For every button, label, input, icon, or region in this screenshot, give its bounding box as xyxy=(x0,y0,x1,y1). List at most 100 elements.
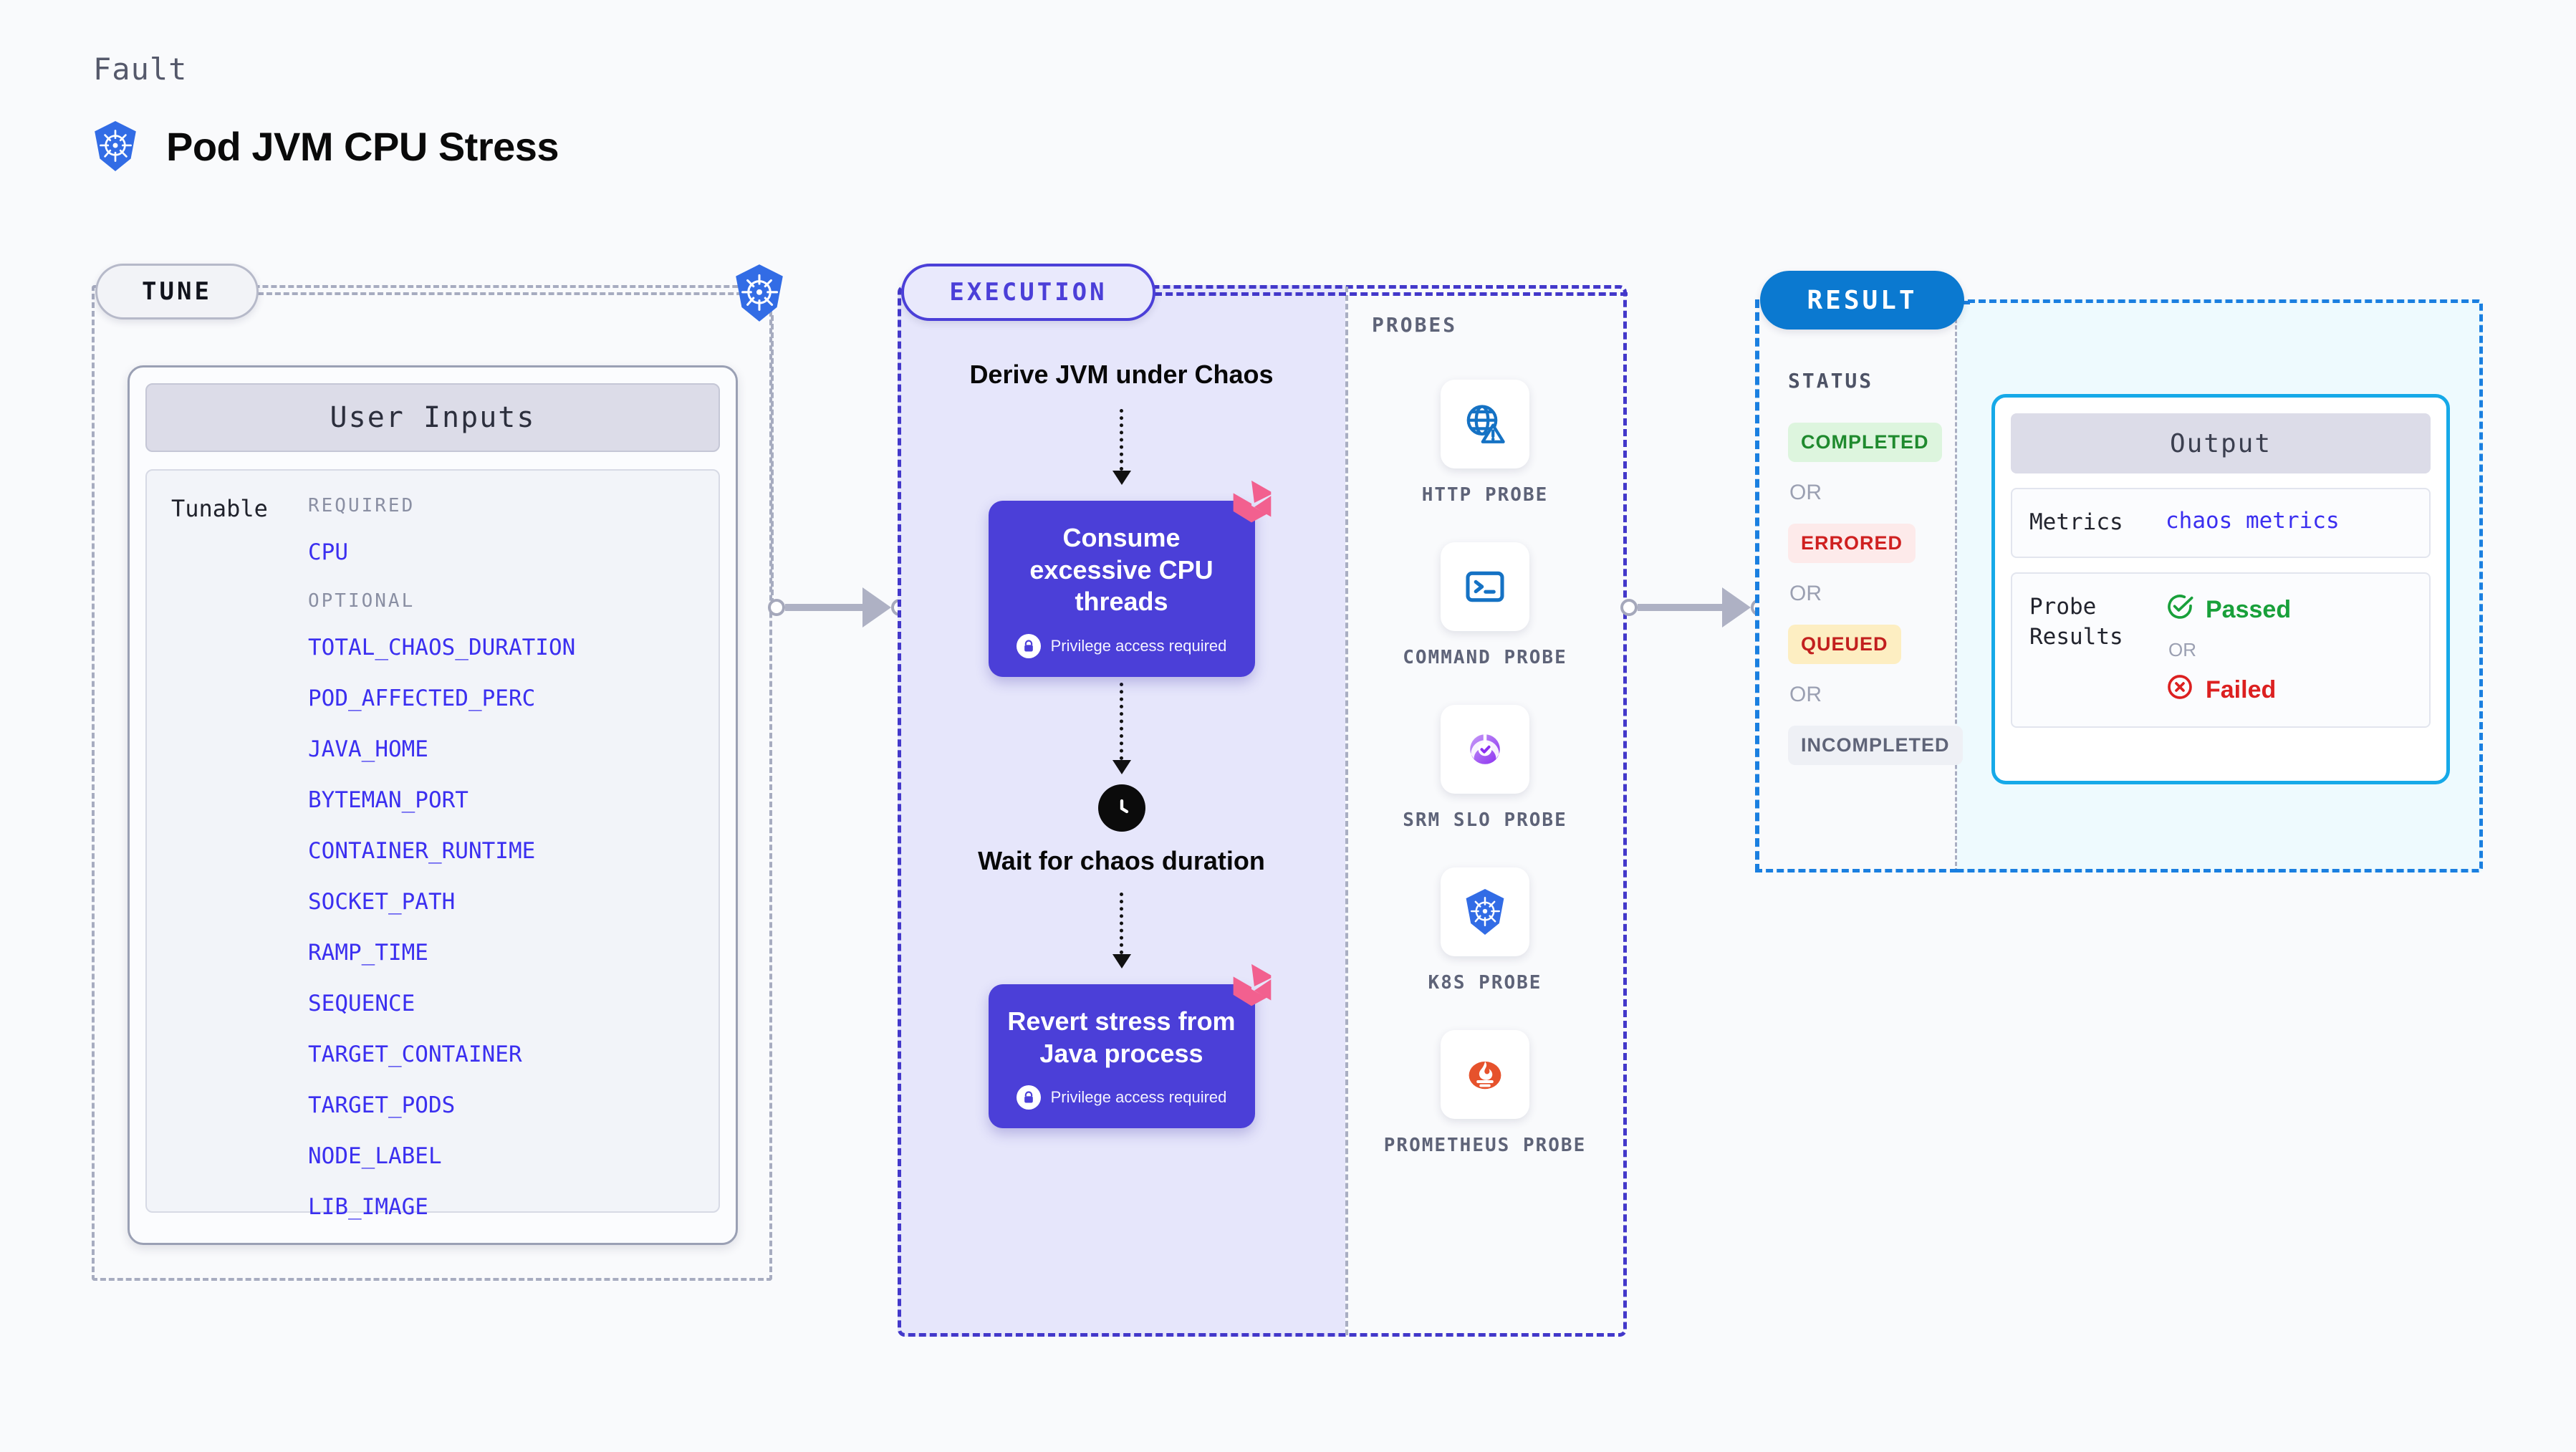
connector-execution-to-result xyxy=(1620,587,1768,628)
execution-connector-line xyxy=(1155,292,1628,296)
tune-region xyxy=(92,285,772,1281)
kubernetes-connector-line xyxy=(771,315,774,612)
probe-result-failed: Failed xyxy=(2166,673,2291,708)
page-title: Pod JVM CPU Stress xyxy=(166,123,559,169)
tune-connector-line xyxy=(258,292,759,295)
probe-label: K8S PROBE xyxy=(1428,972,1542,994)
globe-warning-icon xyxy=(1441,380,1529,468)
probe-label: SRM SLO PROBE xyxy=(1403,809,1567,832)
tune-stage-pill[interactable]: TUNE xyxy=(95,264,259,319)
tunable-label: Tunable xyxy=(171,495,268,522)
connector-bar xyxy=(1638,604,1722,611)
execution-stage-pill[interactable]: EXECUTION xyxy=(901,264,1155,321)
result-status-panel xyxy=(1755,299,1957,872)
output-probe-results-key: Probe Results xyxy=(2029,593,2123,650)
execution-steps: Derive JVM under Chaos Consume excessive… xyxy=(898,358,1345,1129)
flow-arrow-head xyxy=(1112,471,1131,485)
probe-label: HTTP PROBE xyxy=(1421,484,1549,506)
litmus-icon xyxy=(1224,476,1279,536)
lock-icon xyxy=(1016,1085,1041,1110)
execution-card-title: Revert stress from Java process xyxy=(1007,1006,1236,1068)
output-metrics-key: Metrics xyxy=(2029,509,2123,535)
flow-arrow xyxy=(1112,409,1131,485)
probes-section-label: PROBES xyxy=(1372,313,1458,337)
status-badge-completed: COMPLETED xyxy=(1788,423,1942,462)
probes-list: HTTP PROBE COMMAND PROBE xyxy=(1345,380,1625,1158)
connector-dot xyxy=(768,599,785,616)
or-separator: OR xyxy=(1789,582,1822,605)
result-stage-pill[interactable]: RESULT xyxy=(1760,271,1964,330)
parameter-item[interactable]: SOCKET_PATH xyxy=(308,889,456,915)
or-separator: OR xyxy=(1789,481,1822,504)
parameter-item[interactable]: POD_AFFECTED_PERC xyxy=(308,686,536,711)
flow-arrow xyxy=(1112,682,1131,774)
parameter-item[interactable]: CPU xyxy=(308,539,348,565)
status-badge-incompleted: INCOMPLETED xyxy=(1788,726,1963,765)
execution-card-title: Consume excessive CPU threads xyxy=(1029,523,1213,617)
probe-item-command[interactable]: COMMAND PROBE xyxy=(1378,542,1592,670)
parameter-item[interactable]: NODE_LABEL xyxy=(308,1143,442,1169)
privilege-note: Privilege access required xyxy=(1004,633,1239,658)
result-status-panel-bottom-border xyxy=(1755,869,1957,872)
parameter-item[interactable]: RAMP_TIME xyxy=(308,940,428,966)
probes-divider xyxy=(1345,287,1348,1335)
output-metrics-row: Metrics chaos metrics xyxy=(2011,488,2431,558)
parameter-item[interactable]: JAVA_HOME xyxy=(308,736,428,762)
parameter-item[interactable]: TARGET_CONTAINER xyxy=(308,1042,522,1067)
execution-card[interactable]: Consume excessive CPU threads Privilege … xyxy=(988,480,1271,677)
flow-arrow-shaft xyxy=(1120,682,1123,760)
user-inputs-title: User Inputs xyxy=(145,383,720,452)
parameter-item[interactable]: LIB_IMAGE xyxy=(308,1194,428,1220)
probe-label: COMMAND PROBE xyxy=(1403,647,1567,669)
connector-bar xyxy=(785,604,862,611)
flow-arrow-head xyxy=(1112,953,1131,968)
probe-item-prometheus[interactable]: PROMETHEUS PROBE xyxy=(1378,1030,1592,1158)
parameter-item[interactable]: SEQUENCE xyxy=(308,991,415,1016)
parameter-list: REQUIRED CPU OPTIONAL TOTAL_CHAOS_DURATI… xyxy=(301,495,719,1220)
or-separator: OR xyxy=(2168,638,2196,660)
x-circle-icon xyxy=(2166,673,2194,708)
status-badge-queued: QUEUED xyxy=(1788,625,1901,664)
user-inputs-body: Tunable REQUIRED CPU OPTIONAL TOTAL_CHAO… xyxy=(145,469,720,1220)
srm-slo-icon xyxy=(1441,705,1529,794)
flow-arrow-shaft xyxy=(1120,409,1123,471)
parameter-item[interactable]: TOTAL_CHAOS_DURATION xyxy=(308,635,576,660)
execution-card[interactable]: Revert stress from Java process Privileg… xyxy=(988,963,1271,1129)
output-probe-results-row: Probe Results Passed OR xyxy=(2011,572,2431,728)
optional-section-label: OPTIONAL xyxy=(308,590,415,612)
execution-region xyxy=(898,285,1627,1337)
or-separator: OR xyxy=(1789,683,1822,706)
probe-item-k8s[interactable]: K8S PROBE xyxy=(1378,867,1592,996)
execution-step-title: Wait for chaos duration xyxy=(978,845,1265,875)
flow-arrow-shaft xyxy=(1120,892,1123,954)
user-inputs-card: User Inputs Tunable REQUIRED CPU OPTIONA… xyxy=(128,365,738,1245)
parameter-item[interactable]: CONTAINER_RUNTIME xyxy=(308,838,536,864)
output-metrics-value[interactable]: chaos metrics xyxy=(2166,508,2340,534)
litmus-icon xyxy=(1224,960,1279,1019)
status-list: STATUS COMPLETED OR ERRORED OR QUEUED OR… xyxy=(1788,369,1974,765)
probe-label: PROMETHEUS PROBE xyxy=(1383,1135,1587,1157)
clock-icon xyxy=(1097,784,1145,832)
flow-arrow xyxy=(1112,892,1131,968)
required-section-label: REQUIRED xyxy=(308,495,415,516)
result-connector-line xyxy=(1963,301,1970,304)
execution-step-title: Derive JVM under Chaos xyxy=(969,360,1274,389)
parameter-item[interactable]: TARGET_PODS xyxy=(308,1092,456,1118)
probe-result-failed-label: Failed xyxy=(2206,675,2277,703)
kubernetes-icon xyxy=(732,264,787,326)
probe-item-http[interactable]: HTTP PROBE xyxy=(1378,380,1592,508)
privilege-note: Privilege access required xyxy=(1004,1085,1239,1110)
prometheus-icon xyxy=(1441,1030,1529,1120)
status-section-label: STATUS xyxy=(1788,369,1874,393)
kubernetes-icon xyxy=(92,120,139,172)
privilege-note-text: Privilege access required xyxy=(1050,1088,1227,1107)
connector-dot xyxy=(1620,599,1638,616)
probe-result-passed-label: Passed xyxy=(2206,595,2292,623)
connector-arrowhead xyxy=(862,587,891,628)
kubernetes-icon xyxy=(1441,867,1529,957)
terminal-icon xyxy=(1441,542,1529,632)
parameter-item[interactable]: BYTEMAN_PORT xyxy=(308,787,468,813)
probe-item-srm-slo[interactable]: SRM SLO PROBE xyxy=(1378,705,1592,833)
connector-tune-to-execution xyxy=(768,587,908,628)
